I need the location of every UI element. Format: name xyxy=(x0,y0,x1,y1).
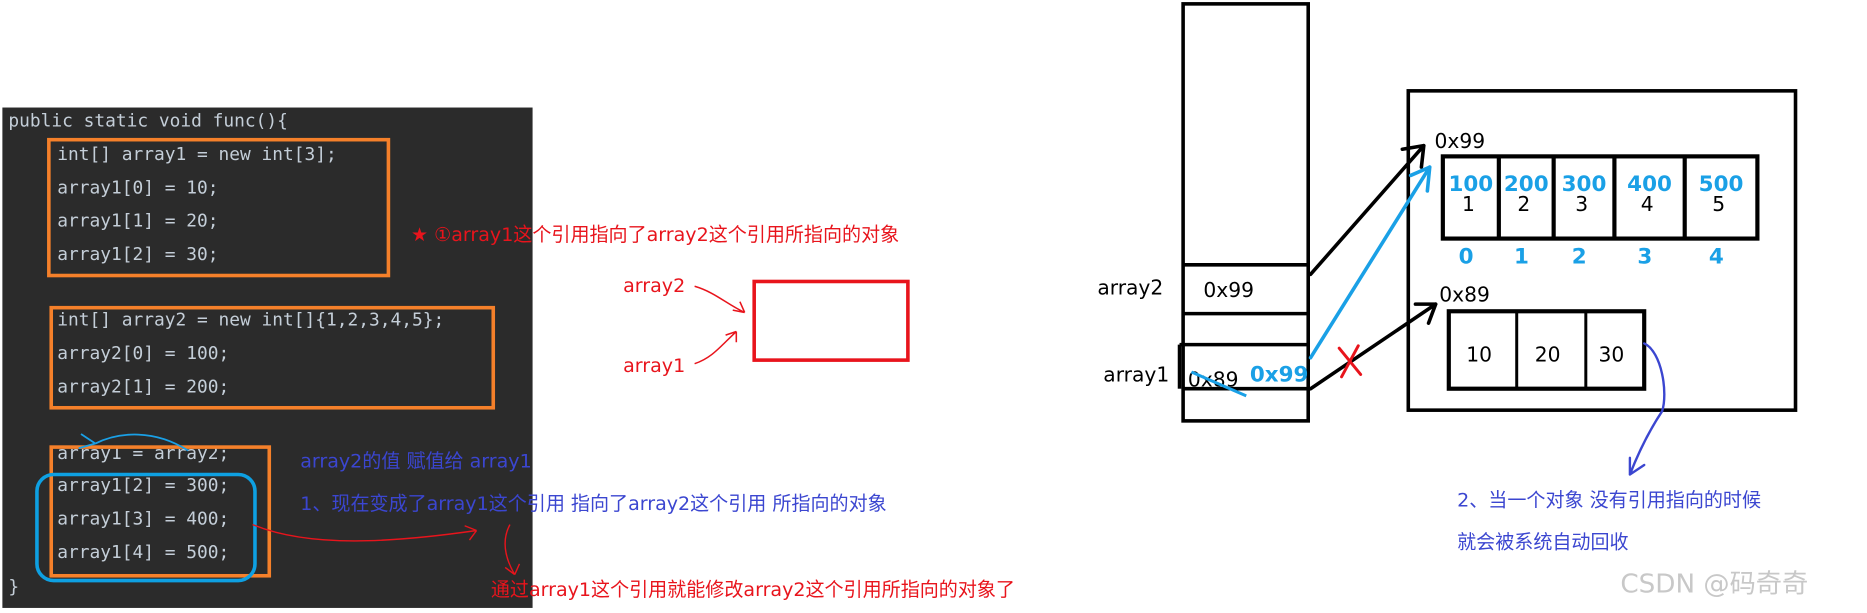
strike-old-value xyxy=(1190,370,1247,398)
array-b-outline xyxy=(1446,309,1647,391)
array-a-index: 4 xyxy=(1709,245,1724,270)
shared-object-box xyxy=(752,279,910,362)
array-b-value: 20 xyxy=(1535,342,1561,366)
watermark: CSDN @码奇奇 xyxy=(1620,569,1808,599)
array1-old-reference-arrow xyxy=(1308,302,1438,391)
code-panel: public static void func(){ int[] array1 … xyxy=(2,107,533,608)
array-a-old-value: 3 xyxy=(1575,192,1588,216)
gc-arrow xyxy=(1628,342,1666,476)
blue-box-modify xyxy=(35,472,257,583)
array-a-old-value: 4 xyxy=(1641,192,1654,216)
stack xyxy=(1177,2,1310,423)
stack-label-array1: array1 xyxy=(1103,363,1169,387)
code-line: array1[2] = 30; xyxy=(57,244,218,265)
ref-label-array2: array2 xyxy=(623,275,685,297)
array-a-index: 0 xyxy=(1459,245,1474,270)
code-line: array1[1] = 20; xyxy=(57,211,218,232)
array1-new-reference-arrow xyxy=(1308,165,1432,360)
ref-label-array1: array1 xyxy=(623,355,685,377)
array2-reference-arrow xyxy=(1308,143,1426,277)
code-line: array1[4] = 500; xyxy=(57,542,229,563)
code-line: array2[0] = 100; xyxy=(57,343,229,364)
array1-pointer-arrow xyxy=(694,330,738,365)
array-a-new-value: 100 xyxy=(1448,172,1493,197)
array-a-old-value: 5 xyxy=(1712,192,1725,216)
code-line: } xyxy=(8,576,19,597)
assign-note: array2的值 赋值给 array1 xyxy=(300,450,531,472)
heap-array-b: 10 20 30 xyxy=(1446,309,1647,391)
array-a-index: 2 xyxy=(1572,245,1587,270)
array2-pointer-arrow xyxy=(694,285,746,314)
stack-value-array2: 0x99 xyxy=(1203,278,1254,302)
code-line: array1[2] = 300; xyxy=(57,475,229,496)
array-a-index: 1 xyxy=(1514,245,1529,270)
modify-note: 通过array1这个引用就能修改array2这个引用所指向的对象了 xyxy=(491,579,1015,601)
heap-address-a: 0x99 xyxy=(1435,129,1486,153)
heap-address-b: 0x89 xyxy=(1439,283,1490,307)
code-line: public static void func(){ xyxy=(8,111,288,132)
note-2-line1: 2、当一个对象 没有引用指向的时候 xyxy=(1457,490,1761,512)
array-b-value: 30 xyxy=(1599,342,1625,366)
array-a-new-value: 500 xyxy=(1699,172,1744,197)
array-a-old-value: 1 xyxy=(1462,192,1475,216)
code-line: array2[1] = 200; xyxy=(57,376,229,397)
highlight-box-array1 xyxy=(47,137,391,278)
heap-frame xyxy=(1406,89,1798,412)
code-line: int[] array2 = new int[]{1,2,3,4,5}; xyxy=(57,310,444,331)
stack-frame xyxy=(1181,2,1310,423)
highlight-box-assign xyxy=(49,445,272,578)
code-line: array1[0] = 10; xyxy=(57,177,218,198)
stack-new-value-array1: 0x99 xyxy=(1250,363,1309,388)
array-a-old-value: 2 xyxy=(1517,192,1530,216)
array-a-index: 3 xyxy=(1637,245,1652,270)
array-a-new-value: 400 xyxy=(1627,172,1672,197)
cross-mark-icon xyxy=(1337,344,1363,379)
note-2-line2: 就会被系统自动回收 xyxy=(1457,531,1628,553)
array-a-outline xyxy=(1440,154,1760,241)
highlight-box-array2 xyxy=(49,305,496,410)
assign-arrow xyxy=(78,433,189,452)
array-a-new-value: 300 xyxy=(1562,172,1607,197)
array-b-value: 10 xyxy=(1466,342,1492,366)
modify-note-arrow xyxy=(504,524,521,576)
code-line: array1[3] = 400; xyxy=(57,509,229,530)
modify-arrow xyxy=(252,523,478,542)
stack-label-array2: array2 xyxy=(1097,276,1163,300)
array-a-new-value: 200 xyxy=(1504,172,1549,197)
note-1: 1、现在变成了array1这个引用 指向了array2这个引用 所指向的对象 xyxy=(300,493,886,515)
star-note: ★ ①array1这个引用指向了array2这个引用所指向的对象 xyxy=(411,224,899,246)
code-line: int[] array1 = new int[3]; xyxy=(57,144,337,165)
